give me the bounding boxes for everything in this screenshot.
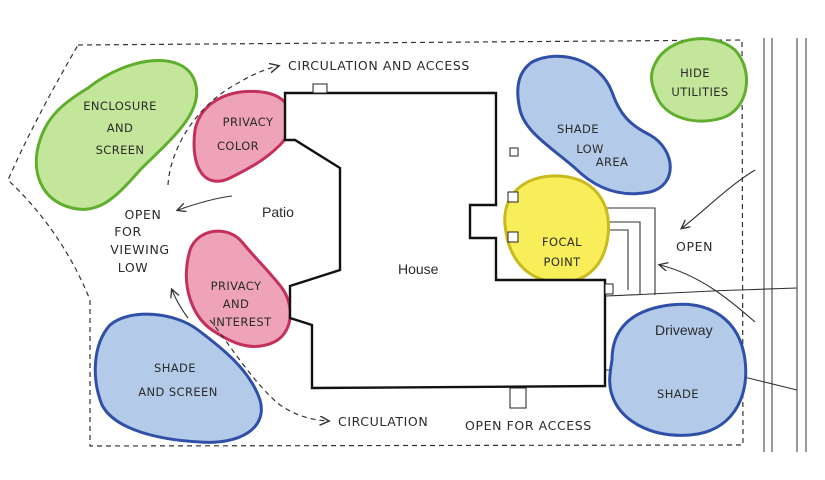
house-step-right-2 — [507, 191, 519, 203]
open-arrow-lower — [660, 265, 756, 323]
open-access-label: OPEN FOR ACCESS — [465, 418, 592, 433]
svg-text:FOR: FOR — [114, 224, 142, 239]
enclosure-screen-zone — [34, 59, 199, 211]
hide-utilities-label: HIDE UTILITIES — [671, 66, 728, 99]
svg-text:OPEN: OPEN — [124, 207, 161, 222]
svg-text:FOCAL: FOCAL — [542, 235, 582, 249]
house-step-bottom — [509, 387, 527, 409]
svg-text:ENCLOSURE: ENCLOSURE — [83, 99, 157, 113]
svg-text:AND SCREEN: AND SCREEN — [138, 385, 217, 399]
svg-text:VIEWING: VIEWING — [110, 242, 169, 257]
shade-driveway-label: SHADE — [657, 387, 699, 401]
focal-point-zone — [503, 174, 610, 284]
property-boundary — [7, 39, 744, 447]
svg-text:PRIVACY: PRIVACY — [223, 115, 274, 129]
house-step-top — [312, 83, 328, 94]
circulation-arrow — [209, 319, 328, 421]
svg-text:AND: AND — [107, 121, 134, 135]
house-step-right-1 — [509, 147, 519, 157]
driveway-label: Driveway — [655, 322, 713, 338]
driveway-top-edge — [605, 287, 798, 297]
circulation-access-arrow — [167, 66, 278, 186]
shade-low-area-zone — [516, 54, 672, 196]
circulation-label: CIRCULATION — [338, 414, 428, 429]
open-viewing-label: OPEN FOR VIEWING LOW — [110, 207, 169, 275]
privacy-interest-label: PRIVACY AND INTEREST — [211, 279, 272, 329]
svg-text:PRIVACY: PRIVACY — [211, 279, 262, 293]
open-right-label: OPEN — [676, 239, 713, 254]
circulation-access-label: CIRCULATION AND ACCESS — [288, 58, 470, 73]
house-step-right-3 — [507, 231, 519, 243]
focal-point-label: FOCAL POINT — [542, 235, 582, 269]
svg-text:COLOR: COLOR — [217, 139, 259, 153]
enclosure-label: ENCLOSURE AND SCREEN — [83, 99, 157, 157]
shade-driveway-zone — [608, 302, 748, 437]
privacy-interest-zone — [185, 229, 292, 348]
svg-text:AREA: AREA — [596, 155, 629, 169]
shade-screen-label: SHADE AND SCREEN — [138, 361, 217, 399]
svg-text:LOW: LOW — [576, 142, 604, 156]
house-step-drive — [604, 283, 614, 295]
svg-text:INTEREST: INTEREST — [212, 315, 272, 329]
svg-text:HIDE: HIDE — [680, 66, 710, 80]
svg-text:SHADE: SHADE — [154, 361, 196, 375]
privacy-color-label: PRIVACY COLOR — [217, 115, 274, 153]
shade-low-label: SHADE LOW AREA — [557, 122, 628, 169]
svg-text:LOW: LOW — [118, 260, 149, 275]
house-label: House — [398, 261, 439, 277]
house-footprint — [283, 91, 607, 390]
low-view-arrow — [172, 290, 189, 319]
hide-utilities-zone — [650, 37, 749, 123]
svg-text:AND: AND — [223, 297, 250, 311]
open-arrow-upper — [682, 169, 756, 228]
viewing-arrow — [178, 195, 233, 210]
svg-text:UTILITIES: UTILITIES — [671, 85, 728, 99]
shade-screen-zone — [93, 312, 263, 444]
privacy-color-zone — [192, 89, 294, 183]
svg-text:SCREEN: SCREEN — [96, 143, 145, 157]
patio-label: Patio — [262, 204, 294, 220]
svg-text:POINT: POINT — [543, 255, 581, 269]
svg-text:SHADE: SHADE — [557, 122, 599, 136]
